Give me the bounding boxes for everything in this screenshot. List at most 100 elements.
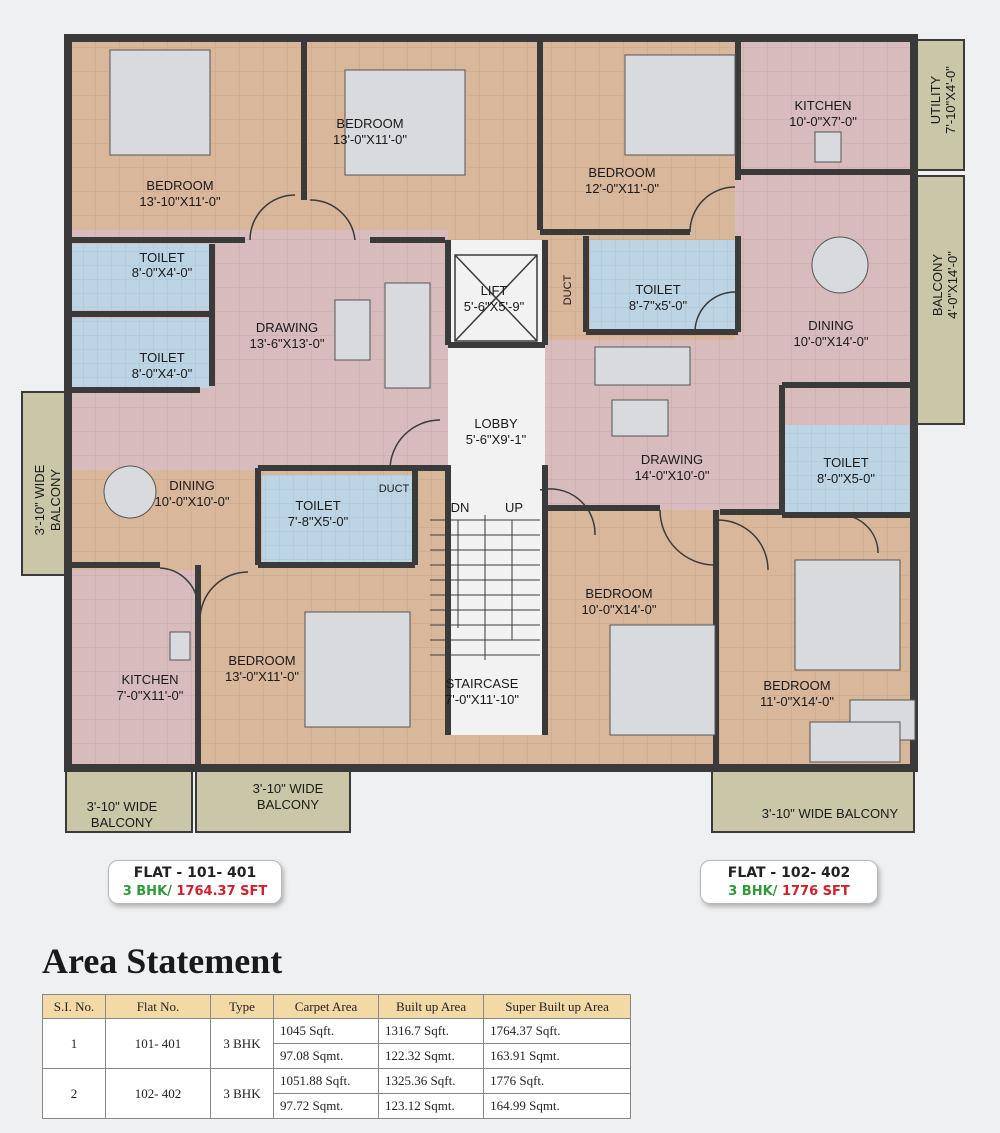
stair-up-label: UP	[505, 500, 523, 515]
table-row: 1 101- 401 3 BHK 1045 Sqft. 1316.7 Sqft.…	[42, 1018, 631, 1069]
carpet-area: 97.08 Sqmt.	[272, 1043, 380, 1069]
room-name: TOILET	[635, 282, 680, 297]
room-size: 8'-7"x5'-0"	[629, 298, 688, 313]
flat-spec: 3 BHK/ 1776 SFT	[701, 884, 877, 899]
sl-no: 1	[42, 1018, 106, 1069]
col-header: Built up Area	[378, 994, 485, 1019]
flat-type: 3 BHK	[210, 1068, 274, 1119]
balconies	[21, 39, 965, 833]
room-size: 8'-0"X4'-0"	[132, 265, 193, 280]
room-name: BEDROOM	[228, 653, 295, 668]
dining-table	[103, 465, 157, 519]
room-labels: BEDROOM 13'-10"X11'-0" BEDROOM 13'-0"X11…	[32, 66, 960, 830]
room-name: LIFT	[481, 283, 508, 298]
room-name: TOILET	[139, 350, 184, 365]
carpet-area: 97.72 Sqmt.	[272, 1093, 380, 1119]
flat-title: FLAT - 101- 401	[133, 865, 257, 881]
col-header: Flat No.	[105, 994, 211, 1019]
room-name: STAIRCASE	[446, 676, 519, 691]
room-size: 10'-0"X14'-0"	[582, 602, 657, 617]
flat-type: 3 BHK/	[728, 884, 778, 899]
balcony-line: BALCONY	[91, 815, 153, 830]
room-name: DUCT	[379, 483, 410, 495]
sofa	[384, 282, 431, 389]
built-up-area: 1316.7 Sqft.	[378, 1018, 485, 1044]
flat-no: 102- 402	[105, 1068, 211, 1119]
col-header: S.I. No.	[42, 994, 106, 1019]
room-size: 13'-0"X11'-0"	[333, 132, 407, 147]
bed	[624, 54, 736, 156]
room-name: BEDROOM	[763, 678, 830, 693]
built-up-area: 122.32 Sqmt.	[378, 1043, 485, 1069]
room-size: 7'-8"X5'-0"	[288, 514, 349, 529]
bed	[344, 69, 466, 176]
center-table	[334, 299, 371, 361]
balcony-line: BALCONY	[48, 469, 63, 531]
balcony-line: 3'-10" WIDE	[32, 464, 47, 535]
room-name: BEDROOM	[588, 165, 655, 180]
room-size: 4'-0"X14'-0"	[945, 251, 960, 319]
room-name: BEDROOM	[585, 586, 652, 601]
balcony-line: 3'-10" WIDE BALCONY	[762, 806, 899, 821]
doors	[159, 186, 879, 621]
wardrobe	[809, 721, 901, 763]
room-name: UTILITY	[928, 75, 943, 124]
sl-no: 2	[42, 1068, 106, 1119]
built-up-area: 123.12 Sqmt.	[378, 1093, 485, 1119]
room-size: 8'-0"X5-0"	[817, 471, 875, 486]
room-size: 13'-6"X13'-0"	[250, 336, 325, 351]
room-size: 13'-10"X11'-0"	[139, 194, 221, 209]
room-size: 5'-6"X5'-9"	[464, 299, 525, 314]
balcony-line: BALCONY	[257, 797, 319, 812]
flat-area: 1764.37 SFT	[176, 884, 268, 899]
col-header: Type	[210, 994, 274, 1019]
table-row: 97.72 Sqmt. 123.12 Sqmt. 164.99 Sqmt.	[43, 1093, 631, 1119]
kitchen-counter	[169, 631, 191, 661]
area-statement-title: Area Statement	[42, 941, 283, 981]
room-size: 12'-0"X11'-0"	[585, 181, 659, 196]
balcony-line: 3'-10" WIDE	[87, 799, 158, 814]
carpet-area: 1051.88 Sqft.	[272, 1068, 380, 1094]
super-built-up-area: 164.99 Sqmt.	[483, 1093, 631, 1119]
room-name: DINING	[808, 318, 854, 333]
room-name: BALCONY	[930, 254, 945, 316]
floor-areas	[68, 38, 915, 768]
balcony-line: 3'-10" WIDE	[253, 781, 324, 796]
room-size: 7'-0"X11'-10"	[445, 692, 519, 707]
room-name: BEDROOM	[146, 178, 213, 193]
walls	[64, 34, 918, 772]
bed	[609, 624, 716, 736]
room-size: 10'-0"X10'-0"	[155, 494, 230, 509]
flat-label-102-402: FLAT - 102- 402 3 BHK/ 1776 SFT	[700, 860, 878, 904]
room-name: TOILET	[139, 250, 184, 265]
stair-down-label: DN	[451, 500, 470, 515]
room-name: DINING	[169, 478, 215, 493]
room-name: DRAWING	[256, 320, 318, 335]
bed	[794, 559, 901, 671]
room-size: 10'-0"X7'-0"	[789, 114, 857, 129]
room-name: TOILET	[295, 498, 340, 513]
room-name: BEDROOM	[336, 116, 403, 131]
room-size: 11'-0"X14'-0"	[760, 694, 834, 709]
room-size: 8'-0"X4'-0"	[132, 366, 193, 381]
room-size: 14'-0"X10'-0"	[635, 468, 710, 483]
room-name: TOILET	[823, 455, 868, 470]
col-header: Carpet Area	[272, 994, 380, 1019]
flat-label-101-401: FLAT - 101- 401 3 BHK/ 1764.37 SFT	[108, 860, 282, 904]
table-header-row: S.I. No. Flat No. Type Carpet Area Built…	[42, 994, 631, 1019]
sofa	[594, 346, 691, 386]
furniture	[103, 49, 916, 763]
room-name: DUCT	[562, 274, 574, 305]
room-name: DRAWING	[641, 452, 703, 467]
col-header: Super Built up Area	[483, 994, 631, 1019]
bed	[109, 49, 211, 156]
stairs	[430, 515, 540, 660]
dining-table	[811, 236, 869, 294]
table-row: 2 102- 402 3 BHK 1051.88 Sqft. 1325.36 S…	[42, 1068, 631, 1119]
flat-type: 3 BHK	[210, 1018, 274, 1069]
room-size: 13'-0"X11'-0"	[225, 669, 299, 684]
flat-title: FLAT - 102- 402	[727, 865, 851, 881]
room-size: 10'-0"X14'-0"	[794, 334, 869, 349]
room-size: 7'-10"X4'-0"	[943, 66, 958, 134]
area-statement-table: S.I. No. Flat No. Type Carpet Area Built…	[42, 994, 631, 1119]
